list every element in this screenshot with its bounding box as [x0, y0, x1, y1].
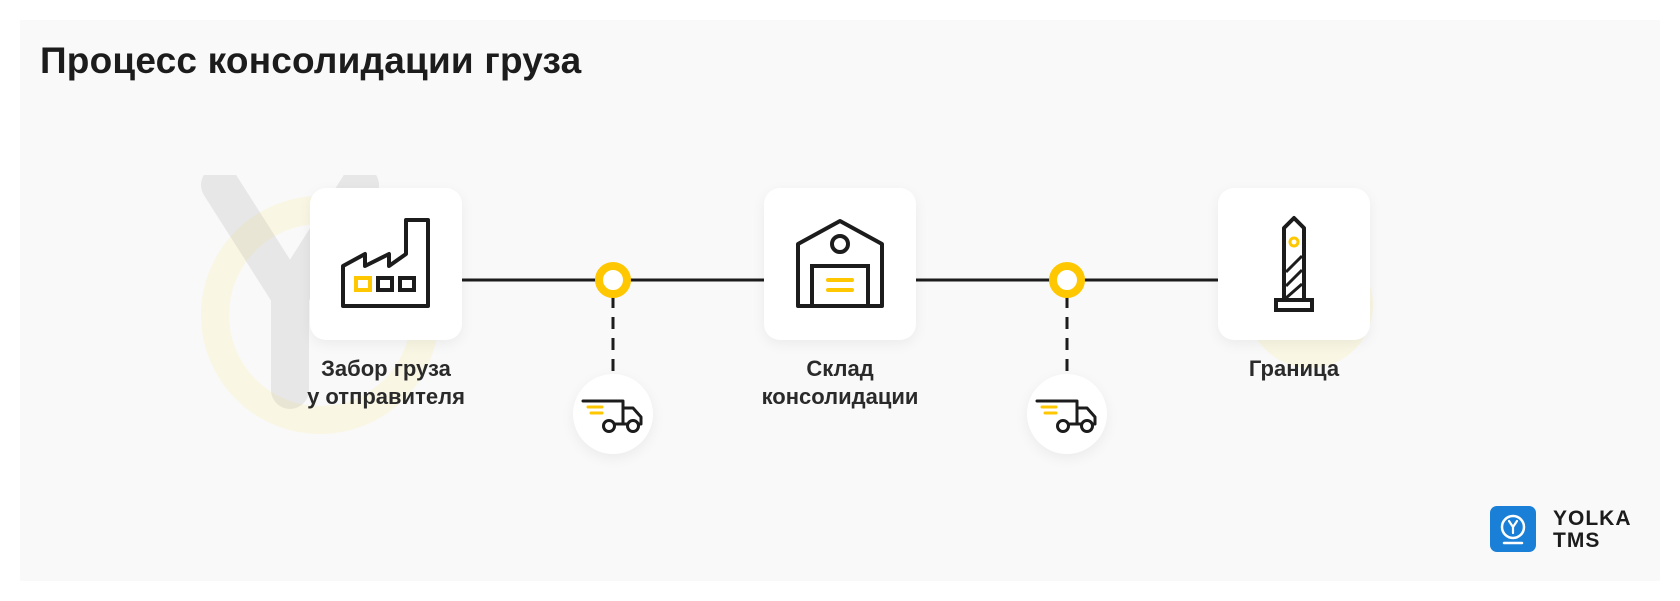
page-title: Процесс консолидации груза — [40, 40, 582, 81]
delivery-truck-icon — [1035, 399, 1097, 433]
step-card-warehouse — [764, 188, 916, 340]
transport-node-2 — [1027, 374, 1107, 454]
brand-name: YOLKA TMS — [1553, 508, 1632, 552]
brand-logo: YOLKA TMS — [1490, 506, 1660, 556]
step-label-pickup-line1: Забор груза — [321, 356, 451, 381]
step-card-pickup — [310, 188, 462, 340]
border-post-icon — [1274, 216, 1314, 312]
brand-name-line1: YOLKA — [1553, 507, 1632, 530]
step-label-warehouse-line1: Склад — [806, 356, 874, 381]
yolka-logo-icon — [1490, 506, 1536, 552]
waypoint-marker-2 — [1049, 262, 1085, 298]
step-label-warehouse: Склад консолидации — [710, 355, 970, 411]
delivery-truck-icon — [581, 399, 643, 433]
step-card-border — [1218, 188, 1370, 340]
step-label-border: Граница — [1164, 355, 1424, 383]
factory-icon — [341, 218, 430, 308]
step-label-pickup-line2: у отправителя — [307, 384, 465, 409]
step-label-border-line1: Граница — [1248, 356, 1340, 381]
step-label-warehouse-line2: консолидации — [761, 384, 919, 409]
brand-name-line2: TMS — [1553, 529, 1601, 552]
transport-node-1 — [573, 374, 653, 454]
warehouse-icon — [796, 219, 884, 308]
step-label-pickup: Забор груза у отправителя — [256, 355, 516, 411]
waypoint-marker-1 — [595, 262, 631, 298]
